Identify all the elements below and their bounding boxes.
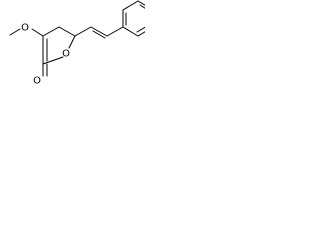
ring-oxygen-label: O — [62, 49, 70, 60]
c6-ring-oxygen-bond — [68, 35, 76, 49]
vinyl-phenyl-bond — [106, 26, 124, 37]
methoxy-oxygen-label: O — [21, 23, 29, 34]
phenyl-bond-5 — [137, 31, 145, 37]
methoxy-oxygen-to-c4-bond — [31, 28, 44, 37]
carbonyl-oxygen-label: O — [33, 76, 41, 87]
c4-c5-bond — [42, 26, 60, 37]
phenyl-bond-6 — [122, 26, 139, 37]
phenyl-inner-double-bond-b — [139, 4, 145, 9]
c6-vinyl-bond — [74, 26, 92, 37]
phenyl-bond-2 — [122, 0, 139, 11]
chemical-structure-diagram: O O O — [9, 0, 145, 87]
vinyl-double-bond — [90, 26, 108, 37]
phenyl-bond-3 — [137, 0, 145, 6]
c5-c6-bond — [58, 26, 76, 37]
phenyl-inner-double-bond-c — [136, 26, 145, 33]
methyl-bond — [9, 28, 21, 36]
vinyl-double-bond-inner — [92, 30, 106, 39]
ring-oxygen-c2-bond — [42, 56, 64, 65]
